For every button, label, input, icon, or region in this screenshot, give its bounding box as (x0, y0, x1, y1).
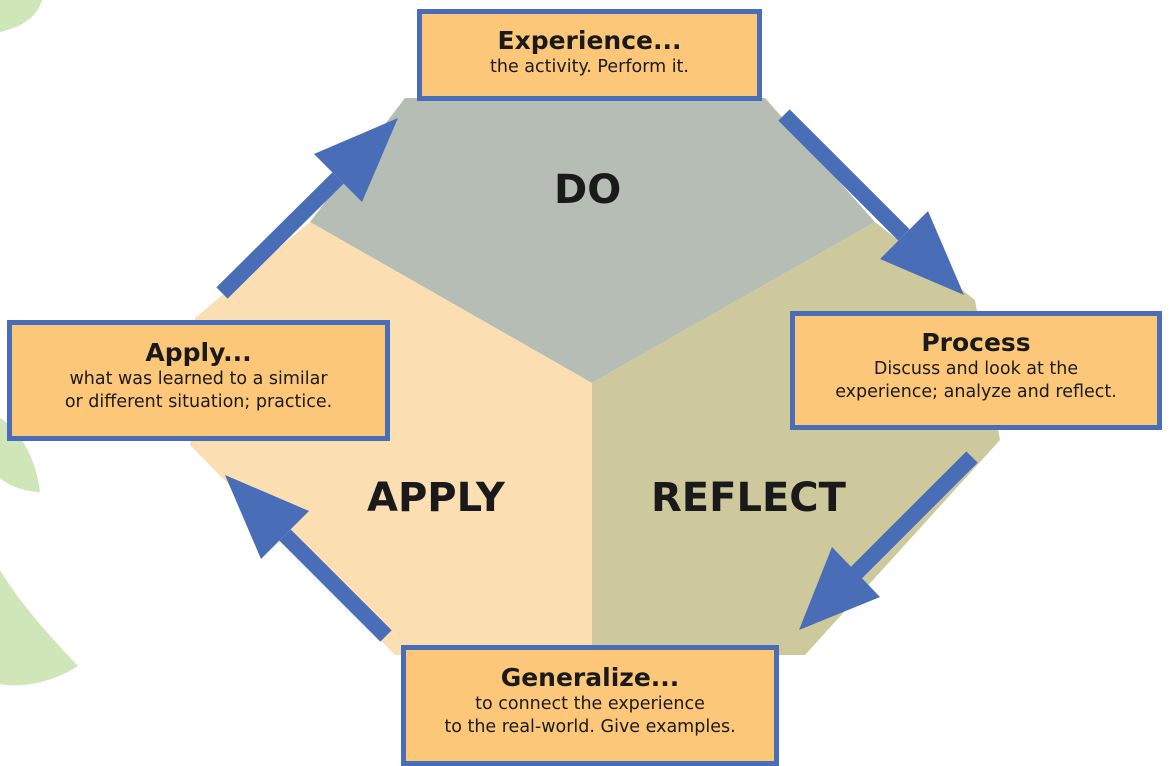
reflect-label: REFLECT (651, 475, 846, 521)
process-step-line-2: experience; analyze and reflect. (835, 382, 1117, 402)
apply-step-line-1: what was learned to a similar (69, 369, 328, 389)
apply-step-box: Apply... what was learned to a similar o… (7, 320, 390, 441)
process-step-box: Process Discuss and look at the experien… (790, 311, 1162, 430)
generalize-step-box: Generalize... to connect the experience … (401, 645, 779, 766)
apply-label: APPLY (367, 475, 505, 521)
do-label: DO (554, 167, 622, 213)
generalize-step-line-1: to connect the experience (475, 694, 705, 714)
leaf-shape-bottom-left (0, 570, 78, 686)
do-section (310, 98, 875, 383)
process-step-line-1: Discuss and look at the (873, 359, 1079, 379)
leaf-shape-top-left (0, 0, 42, 32)
apply-step-title: Apply... (145, 338, 252, 367)
experience-step-title: Experience... (497, 26, 682, 55)
arrow-icon-generalize-to-apply (225, 475, 392, 642)
arrow-icon-experience-to-process (778, 109, 964, 295)
experience-step-line-1: the activity. Perform it. (490, 57, 689, 77)
arrow-icon-apply-to-experience (216, 118, 398, 299)
generalize-step-line-2: to the real-world. Give examples. (444, 717, 736, 737)
apply-step-line-2: or different situation; practice. (64, 392, 333, 412)
arrow-icon-process-to-generalize (799, 451, 978, 630)
generalize-step-title: Generalize... (500, 663, 680, 692)
process-step-title: Process (921, 328, 1031, 357)
experience-step-box: Experience... the activity. Perform it. (417, 9, 762, 101)
